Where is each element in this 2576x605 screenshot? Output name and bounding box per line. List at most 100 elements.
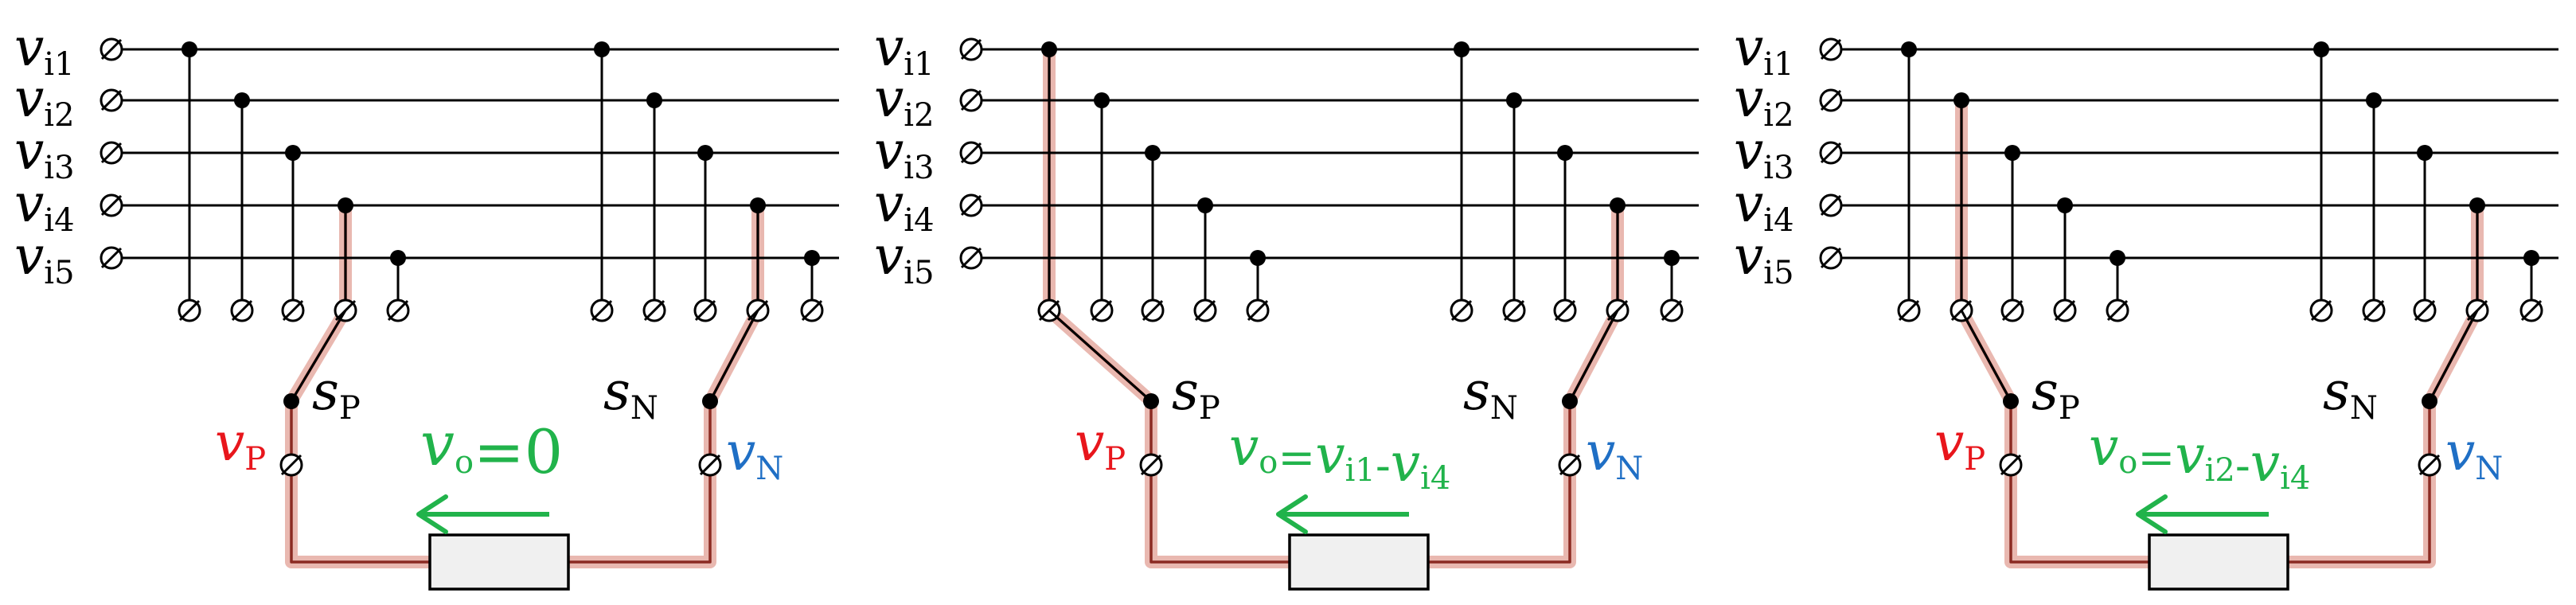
switch-sN-arm [1568,310,1619,402]
load-resistor [1288,533,1430,591]
input-label-v-i5-main: v [14,225,44,287]
label-vN-main: v [726,421,755,482]
input-label-v-i1-main: v [14,17,44,78]
label-vP-sub: P [1964,441,1985,478]
vo-part-4-sub: i4 [2280,460,2310,497]
vo-part-0: v [420,408,455,479]
n-switch-terminal-2 [1502,299,1526,322]
label-vP-main: v [1075,412,1104,473]
output-terminal-vN [1558,453,1582,477]
label-sP: sP [2032,361,2080,427]
vo-part-4: v [2250,432,2280,494]
vo-part-4: v [1391,432,1420,494]
input-label-v-i2: vi2 [1734,68,1794,134]
input-terminal-1 [100,37,123,61]
label-sN-main: s [2323,361,2350,422]
input-label-v-i1-sub: i1 [44,46,74,83]
input-terminal-5 [1819,246,1843,270]
input-label-v-i5: vi5 [14,225,75,291]
vo-part-2-sub: i2 [2205,452,2235,489]
vo-part-0: v [2089,416,2118,478]
n-switch-terminal-1 [590,299,614,322]
input-label-v-i3: vi3 [874,120,935,186]
output-terminal-vN [2418,453,2441,477]
input-terminal-4 [959,193,983,217]
input-label-v-i2-sub: i2 [1763,97,1793,134]
n-switch-terminal-5 [2519,299,2543,322]
input-label-v-i5: vi5 [1734,225,1794,291]
vo-equation: vo=0 [420,408,563,487]
switch-sP-pivot [2003,393,2019,409]
label-vP: vP [1075,412,1126,478]
input-terminal-3 [959,141,983,165]
input-label-v-i4-sub: i4 [44,202,74,239]
label-vN-sub: N [1615,451,1643,487]
input-label-v-i2: vi2 [874,68,935,134]
switch-sN-pivot [1562,393,1578,409]
input-label-v-i3: vi3 [1734,120,1794,186]
switch-sP-pivot [283,393,299,409]
label-vP: vP [215,412,266,478]
left-arrow-icon [1276,494,1409,534]
n-switch-terminal-2 [2362,299,2386,322]
input-label-v-i4-sub: i4 [904,202,934,239]
input-label-v-i1: vi1 [1734,17,1794,83]
input-label-v-i2-main: v [14,68,44,129]
p-switch-terminal-3 [281,299,305,322]
input-label-v-i1: vi1 [874,17,935,83]
input-terminal-2 [959,88,983,112]
label-sP: sP [312,361,361,427]
input-label-v-i1-sub: i1 [1763,46,1793,83]
vo-equation: vo=vi1-vi4 [1229,416,1450,497]
label-sN-main: s [603,361,630,422]
p-switch-terminal-1 [1897,299,1921,322]
input-terminal-1 [1819,37,1843,61]
input-label-v-i2-main: v [874,68,904,129]
label-sN-main: s [1463,361,1490,422]
input-label-v-i3-sub: i3 [1763,150,1793,186]
input-terminal-2 [100,88,123,112]
n-switch-terminal-3 [2413,299,2437,322]
label-vP-sub: P [244,441,266,478]
input-label-v-i3-sub: i3 [44,150,74,186]
input-label-v-i4-main: v [874,173,904,234]
input-label-v-i2-main: v [1734,68,1763,129]
input-label-v-i1-sub: i1 [904,46,934,83]
switch-sN-pivot [702,393,718,409]
input-label-v-i3: vi3 [14,120,75,186]
input-terminal-5 [100,246,123,270]
input-label-v-i5-sub: i5 [1763,255,1793,291]
p-switch-terminal-3 [2000,299,2024,322]
p-switch-terminal-4 [1193,299,1217,322]
switch-sN-arm [708,310,759,402]
output-terminal-vP [1999,453,2023,477]
vo-part-0-sub: o [1259,444,1278,481]
input-label-v-i4: vi4 [14,173,75,239]
label-vP-main: v [1934,412,1964,473]
switch-sP-arm [1048,309,1152,403]
input-label-v-i4-sub: i4 [1763,202,1793,239]
label-sN: sN [603,361,658,427]
vo-part-4-sub: i4 [1420,460,1450,497]
label-sN-sub: N [1490,390,1518,427]
n-switch-terminal-5 [800,299,824,322]
load-resistor [428,533,570,591]
input-label-v-i5-sub: i5 [44,255,74,291]
p-switch-terminal-2 [230,299,254,322]
load-resistor [2148,533,2289,591]
vo-part-3: - [1376,440,1391,492]
p-switch-terminal-1 [178,299,201,322]
input-label-v-i4: vi4 [874,173,935,239]
label-vP-sub: P [1104,441,1126,478]
n-switch-terminal-3 [1553,299,1577,322]
input-label-v-i5: vi5 [874,225,935,291]
label-sN: sN [1463,361,1518,427]
input-terminal-1 [959,37,983,61]
n-switch-terminal-5 [1660,299,1684,322]
switch-sN-pivot [2422,393,2437,409]
p-switch-terminal-2 [1090,299,1114,322]
switch-sP-arm [290,310,347,402]
